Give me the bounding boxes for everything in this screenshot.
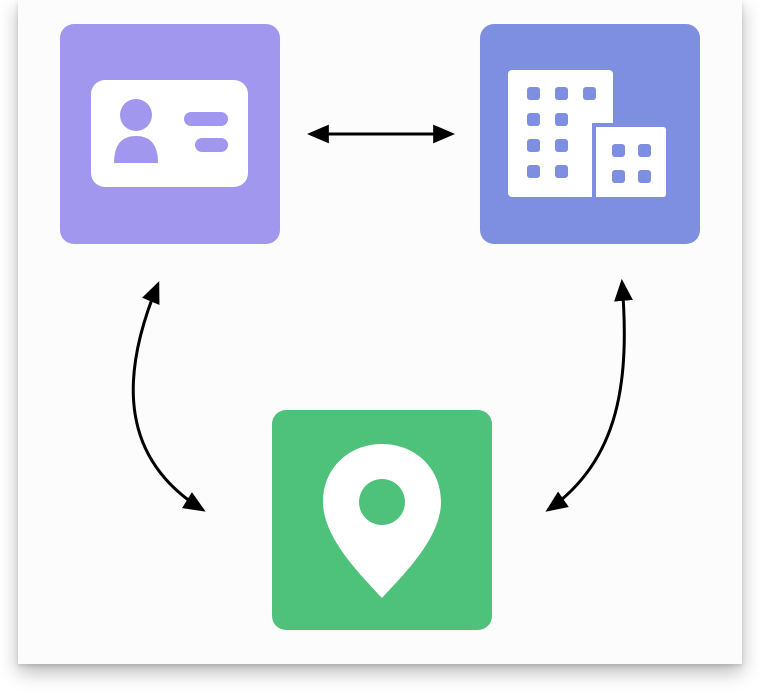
map-pin-icon [323,444,441,598]
buildings-icon [508,70,670,197]
node-location [272,410,492,630]
node-organization [480,24,700,244]
node-identity [60,24,280,244]
arrow-organization-location [545,278,633,512]
arrow-identity-location [131,281,206,512]
id-card-icon [91,80,248,187]
